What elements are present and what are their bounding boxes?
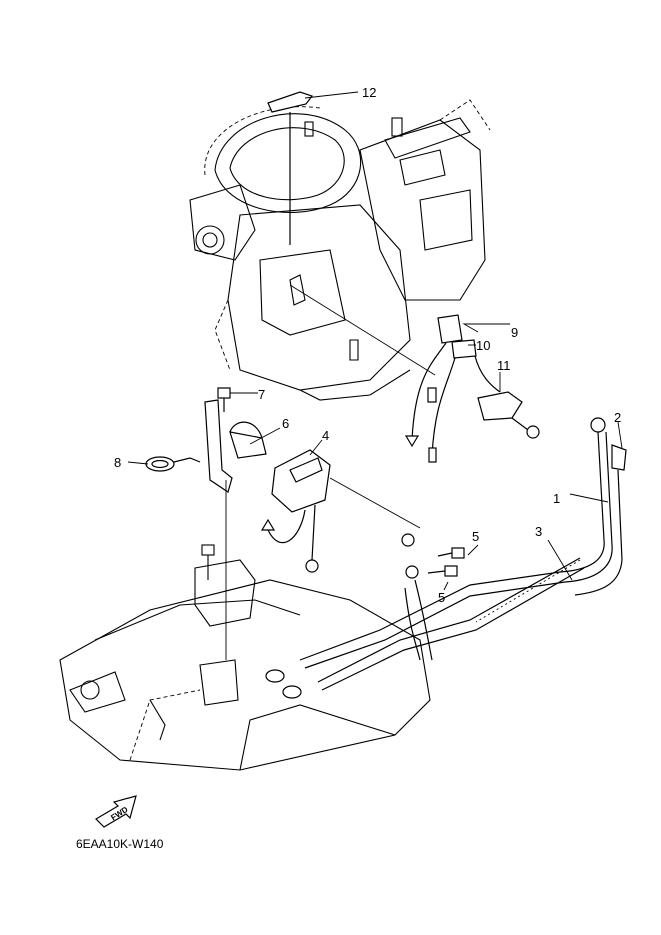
part-battery-cables: [265, 417, 627, 699]
drawing-code: 6EAA10K-W140: [76, 837, 164, 851]
callout-1: 1: [553, 491, 560, 506]
callout-5a: 5: [472, 529, 479, 544]
forward-arrow-icon: FWD: [95, 795, 137, 828]
part-clip: [267, 91, 313, 245]
lower-casing: [59, 544, 431, 771]
callout-6: 6: [282, 416, 289, 431]
callout-8: 8: [114, 455, 121, 470]
part-relay: [404, 314, 540, 463]
callout-4: 4: [322, 428, 329, 443]
callout-numbers: 1 2 3 4 5 5 6 7 8 9 10 11 12: [114, 85, 621, 605]
part-bolts: [401, 533, 465, 579]
callout-3: 3: [535, 524, 542, 539]
callout-10: 10: [476, 338, 490, 353]
callout-12: 12: [362, 85, 376, 100]
part-bracket: [145, 387, 267, 660]
callout-9: 9: [511, 325, 518, 340]
callout-2: 2: [614, 410, 621, 425]
engine-block: [189, 99, 491, 401]
callout-5b: 5: [438, 590, 445, 605]
callout-11: 11: [497, 358, 511, 373]
callout-7: 7: [258, 387, 265, 402]
leader-lines: [127, 91, 623, 591]
part-rectifier: [260, 449, 421, 573]
